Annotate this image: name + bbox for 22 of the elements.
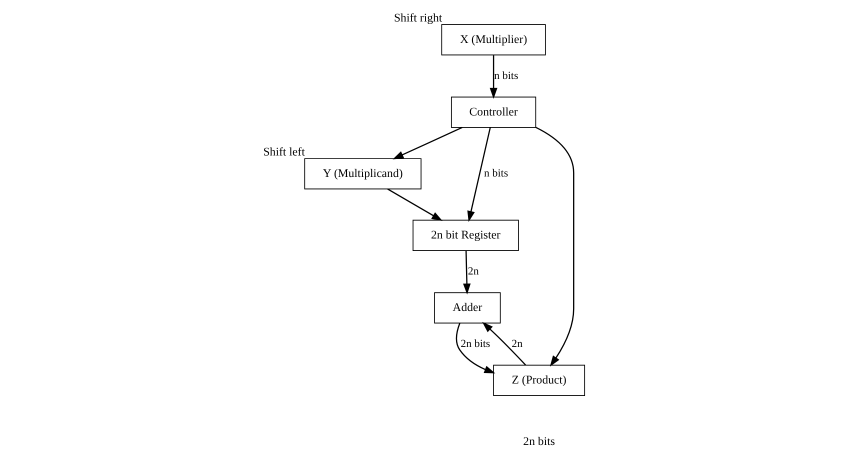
- node-box: Y (Multiplicand): [304, 158, 422, 190]
- label: 2n bits: [523, 434, 555, 448]
- arrow: [467, 127, 491, 222]
- node-box: X (Multiplier): [441, 24, 546, 56]
- arrow: [392, 126, 463, 160]
- node-label: Shift left: [263, 144, 305, 158]
- edge-label: 2n: [512, 338, 523, 350]
- node-label: Shift right: [394, 10, 442, 24]
- node-box: Z (Product): [493, 364, 586, 396]
- node-box: Controller: [450, 96, 536, 128]
- arrow: [535, 126, 574, 367]
- edge-label: 2n: [468, 265, 479, 278]
- edge-label: n bits: [484, 168, 508, 180]
- arrow: [463, 250, 471, 295]
- arrow: [490, 55, 498, 99]
- node-box: Adder: [434, 292, 501, 324]
- edge-label: 2n bits: [460, 338, 490, 350]
- arrow: [387, 188, 443, 222]
- arrow: [456, 323, 496, 374]
- edge-label: n bits: [494, 70, 518, 82]
- node-box: 2n bit Register: [412, 220, 519, 251]
- arrow: [482, 322, 526, 366]
